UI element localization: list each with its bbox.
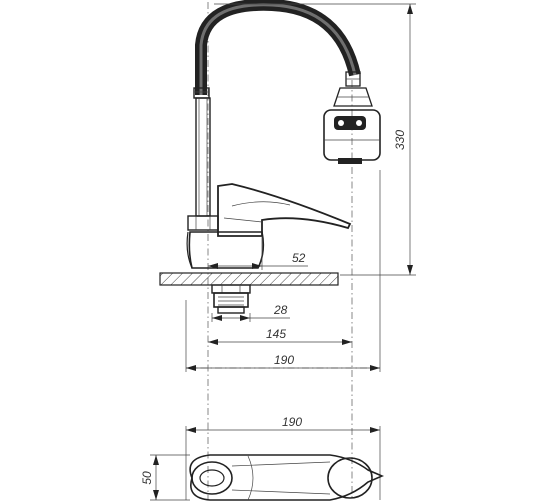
- shower-head: [323, 71, 381, 164]
- dimension-330-label: 330: [393, 130, 407, 150]
- dimension-28: 28: [211, 303, 290, 322]
- dimension-190-side-label: 190: [274, 353, 294, 367]
- dimension-52-label: 52: [292, 251, 306, 265]
- dimension-50-label: 50: [140, 471, 154, 485]
- dimension-330: 330: [214, 3, 416, 276]
- dimension-145: 145: [208, 327, 352, 345]
- flexible-hose: [195, 0, 361, 95]
- dimension-52: 52: [208, 236, 308, 270]
- dimension-28-label: 28: [273, 303, 288, 317]
- dimension-190-top: 190: [185, 415, 381, 500]
- dimension-190-side: 190: [185, 170, 381, 372]
- dimension-190-top-label: 190: [282, 415, 302, 429]
- mounting-surface: [159, 272, 339, 286]
- dimension-50: 50: [140, 454, 190, 501]
- connection-thread: [211, 284, 251, 314]
- mixer-body: [186, 183, 352, 269]
- dimension-145-label: 145: [266, 327, 286, 341]
- top-view: [189, 454, 385, 501]
- spout-tube: [187, 87, 219, 231]
